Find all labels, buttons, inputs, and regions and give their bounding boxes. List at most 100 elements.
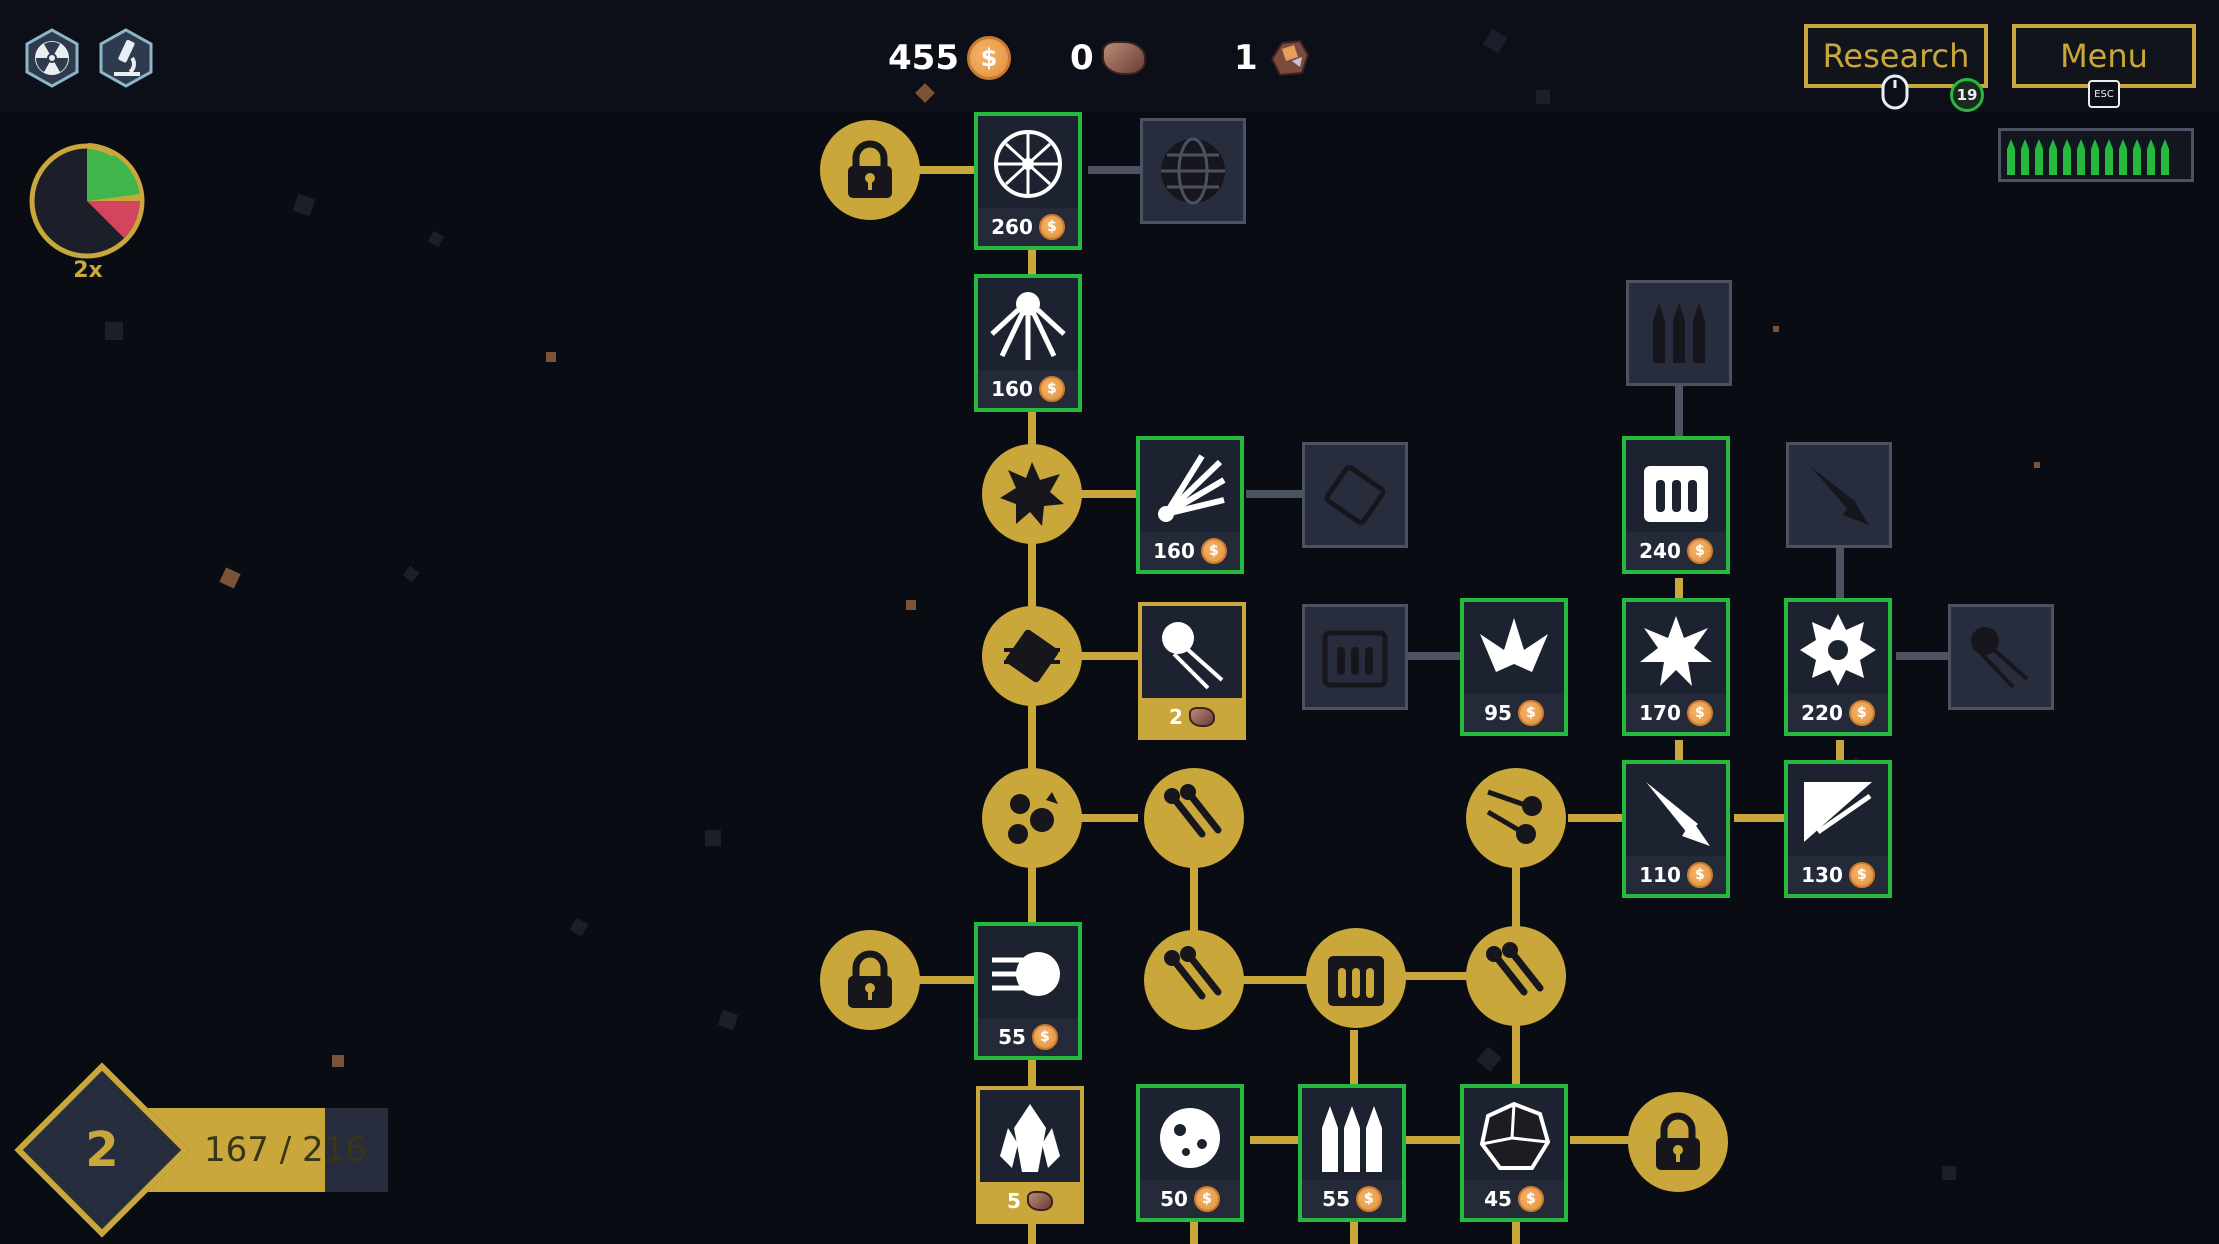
coin-icon: $	[1200, 538, 1227, 564]
locked-upgrade-ammo-box[interactable]	[1302, 604, 1408, 710]
ammo-round	[2105, 139, 2113, 175]
upgrade-card-crystal[interactable]: 5	[976, 1086, 1084, 1224]
tree-connector	[1250, 1136, 1310, 1144]
upgrade-card-rock[interactable]: 45$	[1460, 1084, 1568, 1222]
upgrade-card-spread-shot[interactable]: 160$	[1136, 436, 1244, 574]
upgrade-price: 130$	[1788, 856, 1888, 894]
upgrade-card-bullets[interactable]: 55$	[1298, 1084, 1406, 1222]
crystal-icon	[1000, 1104, 1060, 1172]
tree-connector	[1406, 652, 1462, 660]
microscope-icon	[99, 28, 153, 88]
space-dust	[2034, 462, 2040, 468]
locked-upgrade-rocket[interactable]	[1786, 442, 1892, 548]
locked-node[interactable]	[820, 930, 920, 1030]
upgrade-card-ammo-crate[interactable]: 240$	[1622, 436, 1730, 574]
explosion-icon	[1640, 616, 1712, 686]
space-dust	[332, 1055, 344, 1067]
node-rocket-pair[interactable]	[1144, 768, 1244, 868]
upgrade-card-sunburst[interactable]: 160$	[974, 274, 1082, 412]
space-dust	[546, 352, 556, 362]
game-speed-dial[interactable]	[28, 142, 146, 260]
node-rocket-pair-3[interactable]	[1466, 926, 1566, 1026]
xp-text: 167 / 216	[204, 1130, 367, 1170]
padlock-icon	[848, 140, 892, 198]
upgrade-card-drill[interactable]: 2	[1138, 602, 1246, 740]
ammo-round	[2161, 139, 2169, 175]
upgrade-price: 55$	[1302, 1180, 1402, 1218]
upgrade-price: 240$	[1626, 532, 1726, 570]
ammo-round	[2147, 139, 2155, 175]
upgrade-card-art	[1464, 602, 1564, 698]
upgrade-card-art	[1626, 602, 1726, 698]
upgrade-card-art	[1140, 1088, 1240, 1184]
coin-icon: $	[1848, 700, 1875, 726]
node-ammo-box[interactable]	[1306, 928, 1406, 1028]
upgrade-card-asteroid[interactable]: 50$	[1136, 1084, 1244, 1222]
globe-icon	[1161, 137, 1225, 205]
upgrade-card-art	[1140, 440, 1240, 536]
space-dust	[292, 193, 316, 217]
upgrade-card-orbital-web[interactable]: 260$	[974, 112, 1082, 250]
ore-icon	[1188, 707, 1215, 727]
node-rocket-pair-2[interactable]	[1144, 930, 1244, 1030]
space-dust	[427, 230, 445, 248]
node-meteor-shower[interactable]	[982, 768, 1082, 868]
upgrade-card-shredder[interactable]: 130$	[1784, 760, 1892, 898]
comets-icon	[1486, 789, 1542, 844]
tree-connector	[1896, 652, 1950, 660]
ammo-round	[2021, 139, 2029, 175]
upgrade-card-art	[978, 116, 1078, 212]
locked-upgrade-shredder[interactable]	[1948, 604, 2054, 710]
upgrade-card-missile[interactable]: 110$	[1622, 760, 1730, 898]
upgrade-card-art	[1302, 1088, 1402, 1184]
coin-count: 455	[888, 38, 959, 78]
upgrade-card-explosion[interactable]: 170$	[1622, 598, 1730, 736]
tree-connector	[1028, 250, 1036, 1244]
tree-connector	[1078, 814, 1138, 822]
ammo-crate-icon	[1644, 466, 1708, 522]
upgrade-price: 110$	[1626, 856, 1726, 894]
spread-shot-icon	[1158, 454, 1226, 522]
microscope-button[interactable]	[96, 28, 156, 88]
upgrade-price-value: 170	[1639, 701, 1681, 725]
upgrade-price-value: 55	[998, 1025, 1026, 1049]
tree-connector	[1675, 578, 1683, 606]
upgrade-card-fighter[interactable]: 95$	[1460, 598, 1568, 736]
tree-connector	[1404, 972, 1514, 980]
tree-connector	[1570, 1136, 1630, 1144]
crystal-ore-icon	[1270, 39, 1309, 77]
radiation-button[interactable]	[22, 28, 82, 88]
ammo-round	[2035, 139, 2043, 175]
upgrade-price: 220$	[1788, 694, 1888, 732]
menu-button[interactable]: Menu	[2012, 24, 2196, 88]
locked-node[interactable]	[1628, 1092, 1728, 1192]
upgrade-card-art	[1142, 606, 1242, 702]
upgrade-price: 260$	[978, 208, 1078, 246]
locked-node[interactable]	[820, 120, 920, 220]
upgrade-card-comet-swarm[interactable]: 55$	[974, 922, 1082, 1060]
game-speed-label: 2x	[73, 258, 103, 283]
tree-connector	[1350, 1030, 1358, 1116]
space-dust	[219, 567, 241, 589]
upgrade-price-value: 240	[1639, 539, 1681, 563]
ammo-round	[2007, 139, 2015, 175]
locked-upgrade-triple-shells[interactable]	[1626, 280, 1732, 386]
tree-connector	[1240, 976, 1350, 984]
coin-icon: $	[1686, 862, 1713, 888]
upgrade-price: 5	[980, 1182, 1080, 1220]
node-chip[interactable]	[982, 606, 1082, 706]
tree-connector	[1734, 814, 1784, 822]
locked-upgrade-globe[interactable]	[1140, 118, 1246, 224]
ammo-rounds	[2007, 139, 2169, 175]
node-spiked-mine[interactable]	[982, 444, 1082, 544]
upgrade-card-saw-blade[interactable]: 220$	[1784, 598, 1892, 736]
locked-upgrade-chip[interactable]	[1302, 442, 1408, 548]
upgrade-card-art	[978, 278, 1078, 374]
node-comets[interactable]	[1466, 768, 1566, 868]
upgrade-price-value: 160	[1153, 539, 1195, 563]
tree-connector	[1246, 490, 1302, 498]
spiked-mine-icon	[1000, 462, 1064, 526]
upgrade-card-art	[980, 1090, 1080, 1186]
ammo-round	[2119, 139, 2127, 175]
upgrade-price: 160$	[1140, 532, 1240, 570]
